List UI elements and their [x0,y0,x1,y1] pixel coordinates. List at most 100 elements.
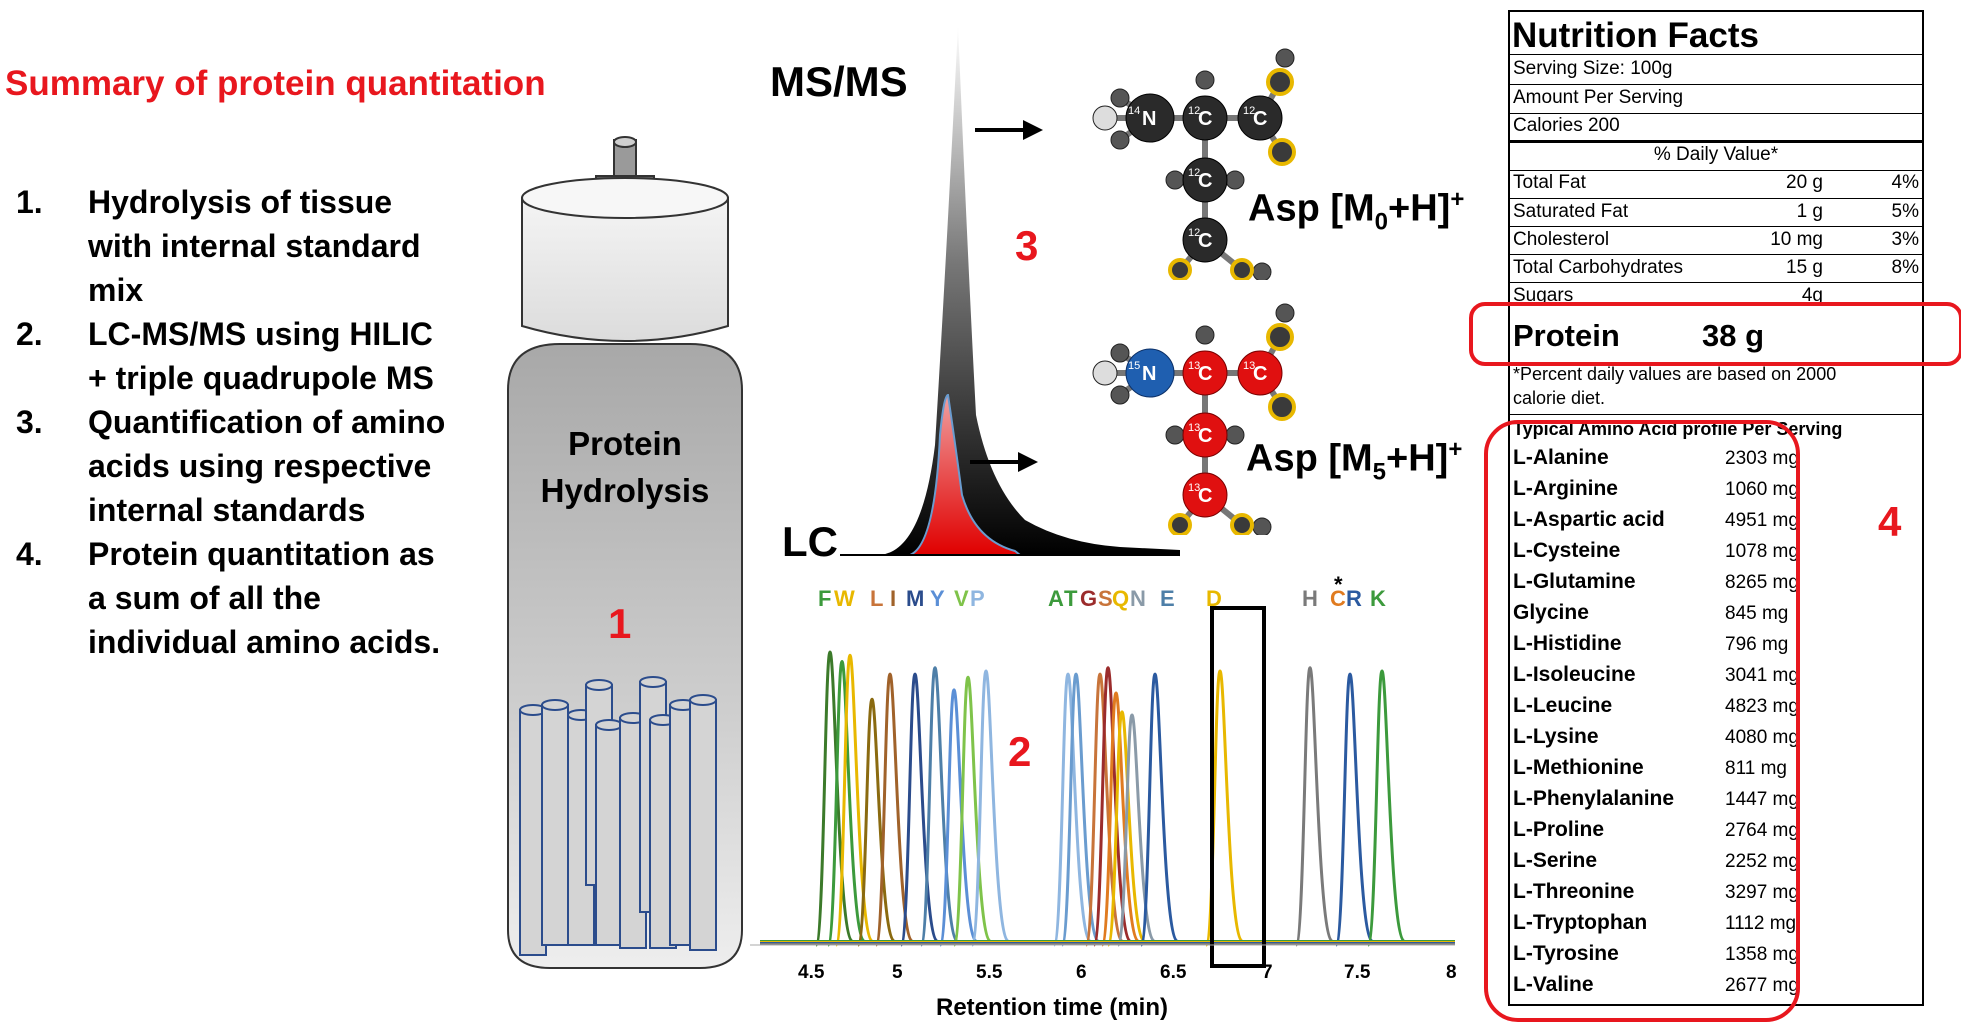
chromatogram-peak [1366,669,1406,947]
svg-text:12: 12 [1188,227,1200,239]
amino-acid-name: L-Proline [1513,818,1605,841]
x-tick: 5 [892,962,903,983]
chromatogram-peak [1116,713,1156,947]
svg-text:C: C [1253,108,1267,130]
step-item: 3.Quantification of amino acids using re… [16,404,446,528]
step-number-2: 2 [1008,728,1032,775]
serving-size: Serving Size: 100g [1513,58,1673,79]
chromatogram [750,606,1455,968]
peak-label: C [1330,586,1346,611]
svg-text:N: N [1142,363,1156,385]
peak-label: Q [1112,586,1130,611]
chromatogram-peak [1139,672,1179,947]
peak-label: K [1370,586,1386,611]
arrow-to-m0 [975,120,1043,140]
x-tick: 7.5 [1344,962,1371,983]
peak-label: A [1048,586,1064,611]
calories: Calories 200 [1513,115,1620,136]
chromatogram-peaks [760,650,1455,947]
amount-per-serving: Amount Per Serving [1513,87,1684,108]
peak-label: E [1160,586,1175,611]
chromatogram-peak [1294,666,1334,947]
chromatogram-peak [1092,666,1132,947]
amino-acid-amount: 1078 mg [1725,541,1799,562]
amino-acid-amount: 4951 mg [1725,510,1799,531]
svg-text:C: C [1253,363,1267,385]
chromatogram-peak [826,659,866,947]
asp-m0-label: Asp [M0+H]+ [1248,186,1465,236]
amino-acid-name: L-Threonine [1513,880,1635,903]
aspartate-highlight-box [1210,606,1266,968]
chromatogram-peak [856,697,896,947]
peak-label: W [834,586,855,611]
x-tick: 4.5 [798,962,825,983]
x-tick: 8 [1446,962,1457,983]
chromatogram-peak [1060,672,1100,947]
amino-acid-amount: 8265 mg [1725,572,1799,593]
daily-value-header: % Daily Value* [1653,144,1779,165]
peak-label: M [906,586,925,611]
protein-label: Protein [1513,318,1620,353]
amino-acid-peak-labels: F W L I M Y V P A T G S Q N E D H * C R … [818,572,1398,616]
amino-acid-amount: 1060 mg [1725,479,1799,500]
x-tick: 6 [1076,962,1087,983]
svg-text:C: C [1198,230,1212,252]
peak-label: N [1130,586,1146,611]
amino-acid-name: L-Arginine [1513,477,1618,500]
amino-acid-name: L-Alanine [1513,446,1609,469]
protein-value: 38 g [1702,318,1765,353]
chromatogram-peak [1052,672,1092,947]
x-axis-title: Retention time (min) [936,994,1168,1021]
peak-label: P [970,586,985,611]
svg-text:12: 12 [1188,167,1200,179]
tissue-cylinders [519,676,717,956]
chromatogram-peak [874,672,914,947]
step-number-1: 1 [608,600,632,647]
step-number-4: 4 [1878,498,1902,545]
peak-label: T [1064,586,1078,611]
svg-text:13: 13 [1243,360,1255,372]
amino-acid-name: L-Phenylalanine [1513,787,1675,810]
x-tick: 6.5 [1160,962,1187,983]
peak-label: S [1098,586,1113,611]
amino-acid-amount: 811 mg [1725,758,1787,779]
amino-acid-name: L-Histidine [1513,632,1622,655]
step-item: 4.Protein quantitation as a sum of all t… [16,536,441,660]
ms-peak-illustration [840,25,1180,557]
amino-acid-name: L-Tyrosine [1513,942,1619,965]
amino-acid-name: L-Aspartic acid [1513,508,1665,531]
svg-text:15: 15 [1128,360,1140,372]
amino-acid-name: L-Methionine [1513,756,1644,779]
svg-text:12: 12 [1243,105,1255,117]
x-tick: 5.5 [976,962,1003,983]
amino-acid-amount: 4823 mg [1725,696,1799,717]
step-item: 2.LC-MS/MS using HILIC + triple quadrupo… [16,316,434,396]
hydrolysis-vial-illustration [507,136,743,969]
amino-acid-amount: 845 mg [1725,603,1789,624]
peak-label: G [1080,586,1098,611]
svg-text:14: 14 [1128,105,1140,117]
amino-acid-name: L-Isoleucine [1513,663,1636,686]
svg-text:N: N [1142,108,1156,130]
footnote: calorie diet. [1513,388,1606,408]
peak-label: * [1334,572,1343,597]
chromatogram-peak [1100,691,1140,947]
step-number-3: 3 [1015,222,1039,269]
svg-text:C: C [1198,363,1212,385]
figure-title: Summary of protein quantitation [5,64,546,103]
amino-acid-name: L-Serine [1513,849,1598,872]
nutrition-title: Nutrition Facts [1512,16,1759,55]
peak-label: I [890,586,897,611]
peak-label: D [1206,586,1222,611]
svg-text:13: 13 [1188,482,1200,494]
amino-acid-name: L-Valine [1513,973,1594,996]
amino-acid-name: L-Tryptophan [1513,911,1648,934]
amino-acid-amount: 3297 mg [1725,882,1799,903]
peak-label: F [818,586,832,611]
amino-acid-amount: 1447 mg [1725,789,1799,810]
amino-acid-name: L-Glutamine [1513,570,1636,593]
